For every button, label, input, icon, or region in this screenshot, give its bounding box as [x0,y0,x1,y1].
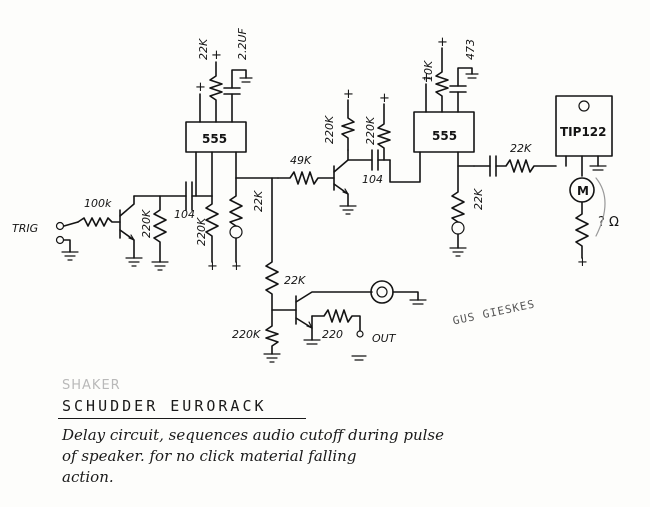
description-line-2: of speaker. for no click material fallin… [62,447,357,465]
resistor-49k: 49K [277,154,335,185]
transistor-tip122: TIP122 [555,95,613,177]
plus-led1: + [231,259,242,274]
transistor-q3: 22K 220K 220 OUT [232,177,397,363]
resistor-100k-label: 100k [84,197,112,210]
ic-555-1: 555 + + 22K 2.2UF [185,27,279,197]
title-underline [58,418,306,419]
led-2: 22K [449,165,485,257]
ic-555-1-label: 555 [202,132,227,146]
plus-ic2-trig: + [379,91,390,106]
ic-555-2-label: 555 [432,129,457,143]
ic-555-2: 555 + + 10K 473 [413,35,491,167]
resistor-22k-tip-label: 22K [510,142,532,155]
resistor-220k-ic1-label: 220K [195,217,208,246]
resistor-22k-q3-label: 22K [284,274,306,287]
capacitor-473-label: 473 [464,39,477,60]
tip122-label: TIP122 [560,125,607,139]
out-label: OUT [372,332,397,345]
plus-ic2-a: + [421,71,432,86]
page-title: SCHUDDER EURORACK [62,397,267,415]
trig-input: TRIG [12,221,79,261]
resistor-220k-q2-label: 220K [323,115,336,144]
capacitor-104-a: 104 [174,181,213,221]
transistor-q2: + 220K [323,87,357,215]
resistor-220-label: 220 [322,328,343,341]
faded-title-shaker: SHAKER [62,378,121,393]
plus-ic1-a: + [195,80,206,95]
transistor-q1 [119,195,143,267]
plus-ic1-trig: + [207,259,218,274]
capacitor-104-b: 104 + 220K [347,91,421,186]
resistor-220k-q3-label: 220K [232,328,261,341]
led-1: + 22K [229,177,265,274]
plus-ic2-b: + [437,35,448,50]
resistor-22k-top-label: 22K [197,38,210,60]
description-line-3: action. [62,468,114,486]
resistor-220k-c-label: 220K [364,116,377,145]
output-jack [370,280,427,305]
motor-label: M [577,184,589,198]
plus-q2: + [343,87,354,102]
resistor-10k-label: 10K [422,60,435,82]
resistor-22k-led2-label: 22K [472,188,485,210]
capacitor-2-2uf-label: 2.2UF [236,27,249,60]
capacitor-104-b-label: 104 [362,173,383,186]
trig-label: TRIG [12,222,38,235]
capacitor-104-a-label: 104 [174,208,195,221]
resistor-220k-ic1: + 220K [195,195,219,274]
motor: M + ? Ω [569,177,619,270]
resistor-22k-led1-label: 22K [252,190,265,212]
resistor-220k-q1: 220K [133,195,187,271]
plus-motor: + [577,255,588,270]
description-line-1: Delay circuit, sequences audio cutoff du… [62,426,445,444]
resistor-220k-q1-label: 220K [140,209,153,238]
resistor-49k-label: 49K [290,154,312,167]
resistor-22k-tip: 22K [489,142,557,177]
resistor-100k: 100k [77,197,121,227]
plus-ic1-b: + [211,48,222,63]
